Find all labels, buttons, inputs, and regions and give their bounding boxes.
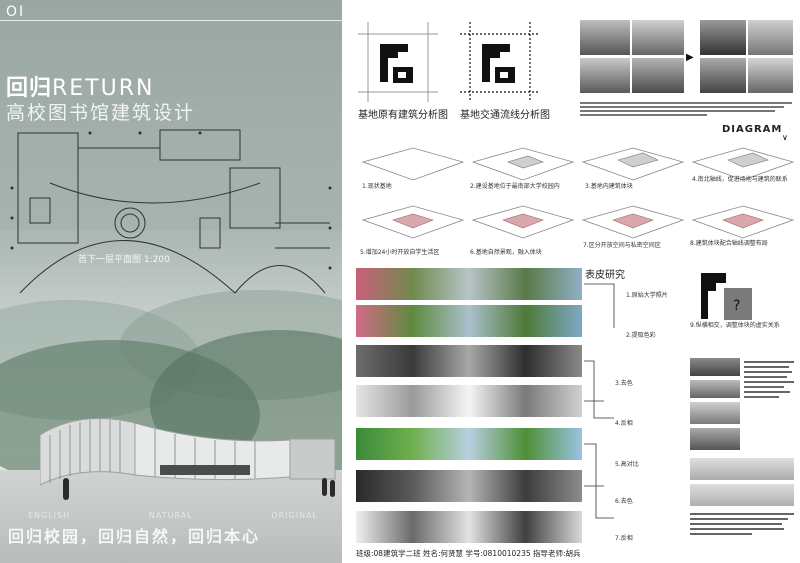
- bottom-en-3: ORIGINAL: [271, 511, 318, 520]
- bottom-en-1: ENGLISH: [28, 511, 71, 520]
- poster-left-panel: OI 回归RETURN 高校图书馆建筑设计 首下一层平面图 1:200 ENGL…: [0, 0, 342, 563]
- section-photo: [690, 458, 794, 480]
- diagram-caption-1: 1.现状基地: [362, 183, 392, 190]
- surface-note-4: 4.反相: [615, 420, 633, 427]
- section-photo: [690, 380, 740, 398]
- section-photo: [690, 484, 794, 506]
- surface-note-2: 2.提取色彩: [626, 332, 656, 339]
- title-en: RETURN: [52, 76, 155, 101]
- site-traffic-diagram: [460, 22, 540, 102]
- campus-photo: [700, 20, 746, 55]
- diagram-caption-6: 6.基地自然景观，融入体块: [470, 249, 542, 256]
- diagram-caption-5: 5.增加24小时开放自学生活区: [360, 249, 440, 256]
- campus-photo-color: [356, 268, 582, 300]
- campus-photo-gray: [356, 470, 582, 502]
- title-cn: 回归: [6, 76, 53, 101]
- campus-photo: [748, 20, 793, 55]
- diagram-caption-8: 8.建筑体块配合轴线调整布局: [690, 240, 768, 247]
- campus-photo: [632, 20, 684, 55]
- divider: [0, 20, 342, 21]
- surface-note-1: 1.原始大学照片: [626, 292, 668, 299]
- bottom-slogan: 回归校园，回归自然，回归本心: [8, 527, 261, 546]
- campus-photo-contrast: [356, 428, 582, 460]
- diagram-caption-9: 9.纵横相交，调整体块的虚实关系: [690, 322, 780, 329]
- diagram-row-1: [361, 147, 795, 181]
- surface-note-6: 6.去色: [615, 498, 633, 505]
- campus-photo-inverted: [356, 511, 582, 543]
- diagram-caption-2: 2.建设基地位于最南部大学校园内: [470, 183, 560, 190]
- description-paragraph: [580, 100, 792, 120]
- diagram-caption-4: 4.南北轴线，促进场地与建筑的联系: [692, 176, 788, 183]
- surface-note-7: 7.反相: [615, 535, 633, 542]
- site-analysis-label-2: 基地交通流线分析图: [460, 110, 550, 121]
- section-photo: [690, 402, 740, 424]
- campus-photo: [632, 58, 684, 93]
- sheet-number: OI: [6, 4, 26, 20]
- bottom-en-2: NATURAL: [148, 511, 193, 520]
- chevron-down-icon: ∨: [782, 133, 788, 142]
- ground-plaza: [0, 470, 342, 563]
- site-building-diagram: [358, 22, 438, 102]
- section-text-block: [744, 358, 794, 450]
- diagram-row-2: [361, 205, 795, 239]
- poster-title: 回归RETURN: [6, 70, 155, 102]
- person-figure: [63, 478, 69, 500]
- surface-heading: 表皮研究: [585, 270, 625, 281]
- arrow-icon: ▶: [686, 52, 694, 63]
- campus-photo: [580, 58, 630, 93]
- student-info-footer: 班级:08建筑学二班 姓名:何贤慧 学号:0810010235 指导老师:胡兵: [356, 549, 581, 558]
- campus-photo-gray: [356, 345, 582, 377]
- bottom-english-row: ENGLISH NATURAL ORIGINAL: [28, 511, 318, 520]
- svg-text:?: ?: [733, 298, 740, 314]
- person-figure: [322, 478, 327, 496]
- poster-subtitle: 高校图书馆建筑设计: [6, 102, 196, 124]
- campus-photo-color: [356, 305, 582, 337]
- floor-plan: [10, 129, 332, 294]
- campus-photo: [580, 20, 630, 55]
- surface-note-5: 5.高对比: [615, 461, 639, 468]
- plan-band: [0, 120, 342, 230]
- massing-model: ?: [701, 273, 752, 320]
- campus-photo-inverted: [356, 385, 582, 417]
- plan-caption: 首下一层平面图 1:200: [78, 255, 170, 265]
- surface-note-3: 3.去色: [615, 380, 633, 387]
- site-analysis-label-1: 基地原有建筑分析图: [358, 110, 448, 121]
- library-rendering: [40, 418, 336, 486]
- diagram-caption-7: 7.区分开放空间与私密空间区: [583, 242, 661, 249]
- person-figure: [330, 480, 335, 497]
- diagram-caption-3: 3.基地内建筑体块: [585, 183, 633, 190]
- section-photo: [690, 428, 740, 450]
- diagram-heading: DIAGRAM: [722, 124, 783, 135]
- bottom-text-block: [690, 510, 794, 546]
- campus-photo: [700, 58, 746, 93]
- campus-photo: [748, 58, 793, 93]
- section-photo: [690, 358, 740, 376]
- surface-bracket-lines: [584, 283, 615, 519]
